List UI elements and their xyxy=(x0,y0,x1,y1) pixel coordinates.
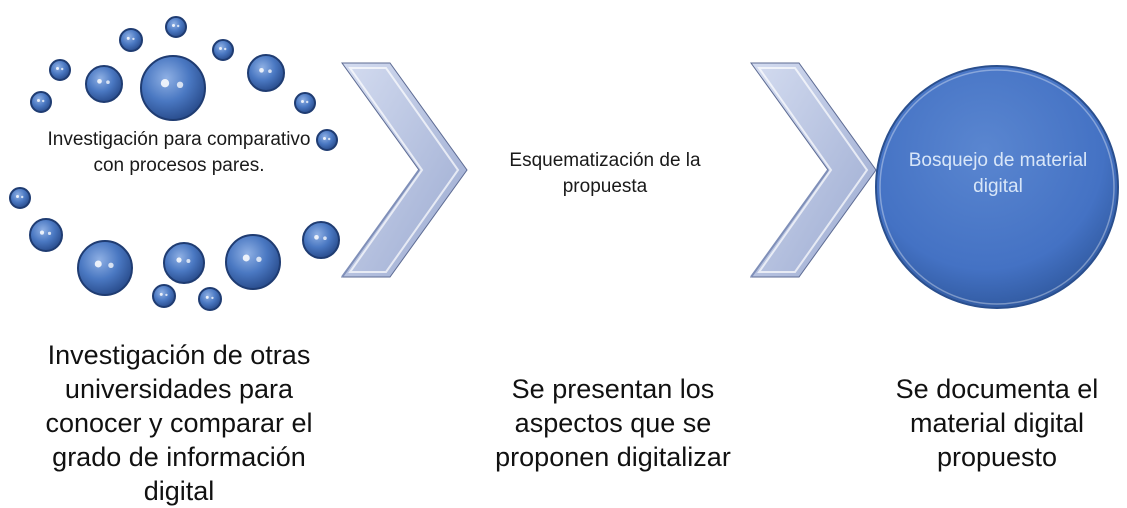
bubble-10 xyxy=(316,129,338,151)
bubble-1 xyxy=(140,55,206,121)
bubble-ring xyxy=(9,16,340,311)
step-circle xyxy=(875,65,1119,309)
bubble-4 xyxy=(119,28,143,52)
bubble-6 xyxy=(212,39,234,61)
bubble-7 xyxy=(49,59,71,81)
bubble-8 xyxy=(294,92,316,114)
step-1-text: Investigación para comparativo con proce… xyxy=(47,129,311,176)
bubble-18 xyxy=(198,287,222,311)
step-3-text: Bosquejo de material digital xyxy=(908,150,1088,197)
bubble-17 xyxy=(152,284,176,308)
bubble-12 xyxy=(29,218,63,252)
bubble-14 xyxy=(77,240,133,296)
bubble-5 xyxy=(165,16,187,38)
caption-step-2: Se presentan los aspectos que se propone… xyxy=(495,374,731,472)
bubble-2 xyxy=(85,65,123,103)
bubble-15 xyxy=(163,242,205,284)
bubble-3 xyxy=(247,54,285,92)
chevron-arrow-1 xyxy=(341,62,468,278)
bubble-13 xyxy=(302,221,340,259)
chevron-arrow-2 xyxy=(750,62,877,278)
caption-step-1: Investigación de otras universidades par… xyxy=(45,340,313,506)
step-2-text: Esquematización de la propuesta xyxy=(509,150,701,197)
caption-step-3: Se documenta el material digital propues… xyxy=(895,374,1099,472)
bubble-11 xyxy=(9,187,31,209)
bubble-9 xyxy=(30,91,52,113)
bubble-16 xyxy=(225,234,281,290)
